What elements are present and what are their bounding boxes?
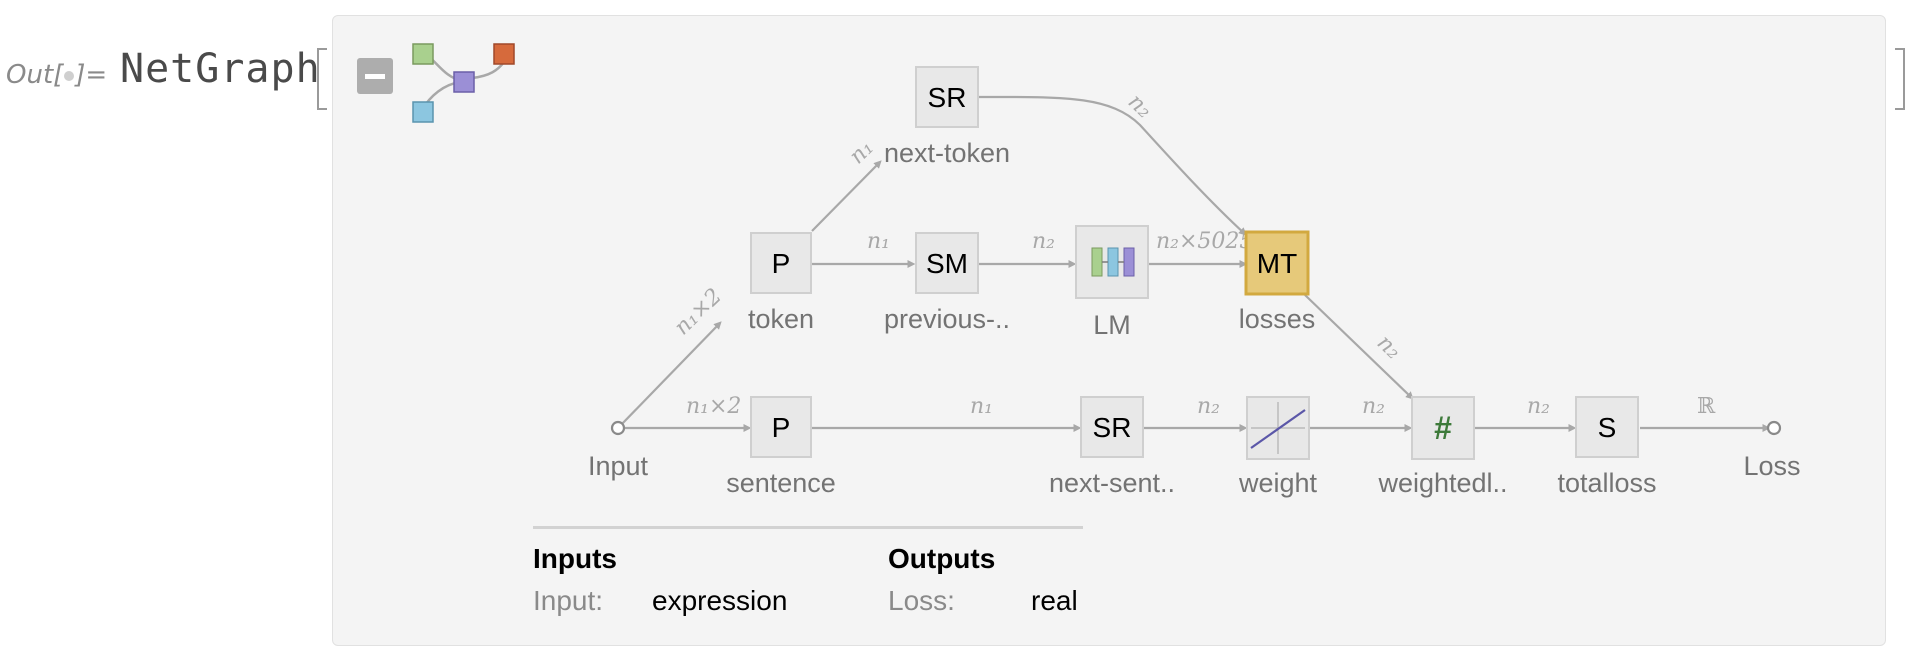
cell-indicator-dot <box>64 70 75 81</box>
node-weight[interactable] <box>1246 396 1310 460</box>
edge-label-totalloss-loss: ℝ <box>1697 394 1716 419</box>
lm-layer-icon-purple <box>1123 247 1135 277</box>
edge-label-weight-weighted: n₂ <box>1362 394 1385 419</box>
input-port-type: expression <box>652 585 788 616</box>
netgraph-head: NetGraph <box>120 46 321 92</box>
icon-square-purple <box>453 71 475 93</box>
node-token-code: P <box>772 248 791 279</box>
edge-label-token-nexttoken: n₁ <box>845 135 879 169</box>
edge-input-token <box>618 321 722 428</box>
minus-icon <box>365 74 385 79</box>
label-loss: Loss <box>1743 451 1800 481</box>
label-input: Input <box>588 451 649 481</box>
edge-labels: n₁×2 n₁×2 n₁ n₁ n₂ n₂×50259 n₂ n₂ n₁ n₂ … <box>670 89 1716 419</box>
icon-square-green <box>412 43 434 65</box>
label-lm: LM <box>1093 310 1131 340</box>
node-weighted[interactable]: # <box>1411 396 1475 460</box>
linear-function-icon <box>1250 409 1306 449</box>
edge-label-token-previous: n₁ <box>867 229 890 254</box>
outputs-heading: Outputs <box>888 543 996 574</box>
lm-layer-icon-blue <box>1107 247 1119 277</box>
icon-square-blue <box>412 101 434 123</box>
edge-label-weighted-totalloss: n₂ <box>1527 394 1550 419</box>
node-totalloss[interactable]: S <box>1575 396 1639 458</box>
edge-token-nexttoken <box>811 160 882 232</box>
edge-losses-weighted <box>1304 294 1414 400</box>
node-totalloss-code: S <box>1598 412 1617 443</box>
node-sentence-code: P <box>772 412 791 443</box>
edge-label-input-token: n₁×2 <box>670 284 727 340</box>
edge-label-nextsent-weight: n₂ <box>1197 394 1220 419</box>
edge-label-previous-lm: n₂ <box>1032 229 1055 254</box>
input-port[interactable] <box>610 420 626 436</box>
netgraph-icon <box>412 43 515 123</box>
edges <box>618 95 1771 432</box>
edge-label-losses-weighted: n₂ <box>1372 330 1406 364</box>
node-next-sent[interactable]: SR <box>1080 396 1144 458</box>
node-next-token[interactable]: SR <box>915 66 979 128</box>
label-losses: losses <box>1239 304 1316 334</box>
output-port-key: Loss: <box>888 585 955 616</box>
output-port-type: real <box>1031 585 1078 616</box>
label-token: token <box>748 304 814 334</box>
input-port-key: Input: <box>533 585 604 616</box>
left-bracket <box>317 48 327 110</box>
node-next-sent-code: SR <box>1093 412 1132 443</box>
label-next-sent: next-sent.. <box>1049 468 1175 498</box>
node-losses[interactable]: MT <box>1244 230 1310 296</box>
summary-divider <box>533 526 1083 529</box>
output-cell-label: Out[]= <box>6 60 108 90</box>
right-bracket <box>1895 48 1905 110</box>
edge-label-nexttoken-losses: n₂ <box>1123 89 1157 123</box>
edge-nexttoken-losses <box>978 95 1247 236</box>
label-weight: weight <box>1238 468 1318 498</box>
nodes: P P SR SM <box>750 66 1639 460</box>
node-losses-code: MT <box>1257 248 1297 279</box>
inputs-heading: Inputs <box>533 543 617 574</box>
node-next-token-code: SR <box>928 82 967 113</box>
netgraph-panel <box>332 15 1886 646</box>
lm-layer-icon-green <box>1091 247 1103 277</box>
node-previous[interactable]: SM <box>915 232 979 294</box>
edge-label-input-sentence: n₁×2 <box>686 394 741 419</box>
icon-square-orange <box>493 43 515 65</box>
hash-icon: # <box>1434 410 1452 446</box>
node-labels: Input token sentence next-token previous… <box>588 138 1801 498</box>
collapse-button[interactable] <box>357 58 393 94</box>
node-sentence[interactable]: P <box>750 396 812 458</box>
label-previous: previous-.. <box>884 304 1010 334</box>
node-lm[interactable] <box>1075 225 1149 299</box>
edge-label-sentence-nextsent: n₁ <box>970 394 993 419</box>
node-token[interactable]: P <box>750 232 812 294</box>
label-weighted: weightedl.. <box>1377 468 1507 498</box>
label-sentence: sentence <box>726 468 836 498</box>
label-next-token: next-token <box>884 138 1010 168</box>
node-previous-code: SM <box>926 248 968 279</box>
loss-port[interactable] <box>1766 420 1782 436</box>
label-totalloss: totalloss <box>1557 468 1656 498</box>
